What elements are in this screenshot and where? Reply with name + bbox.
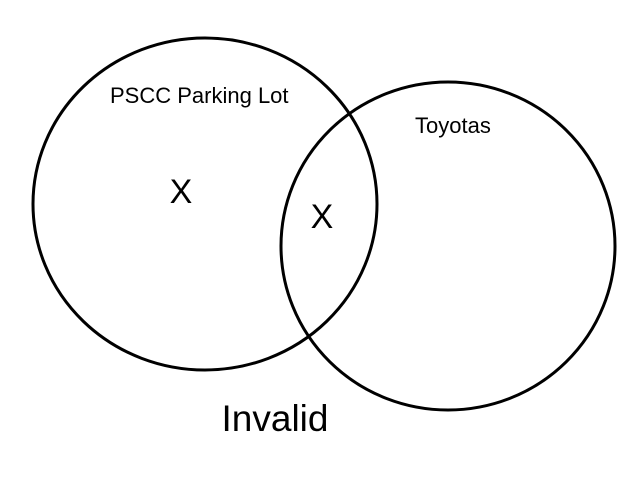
right-circle-label: Toyotas	[415, 113, 491, 138]
x-mark-intersection: X	[311, 198, 334, 236]
x-mark-left-region: X	[170, 173, 193, 211]
left-circle-label: PSCC Parking Lot	[110, 83, 289, 108]
left-circle	[31, 36, 379, 372]
validity-caption: Invalid	[222, 398, 329, 439]
right-circle	[279, 80, 617, 412]
